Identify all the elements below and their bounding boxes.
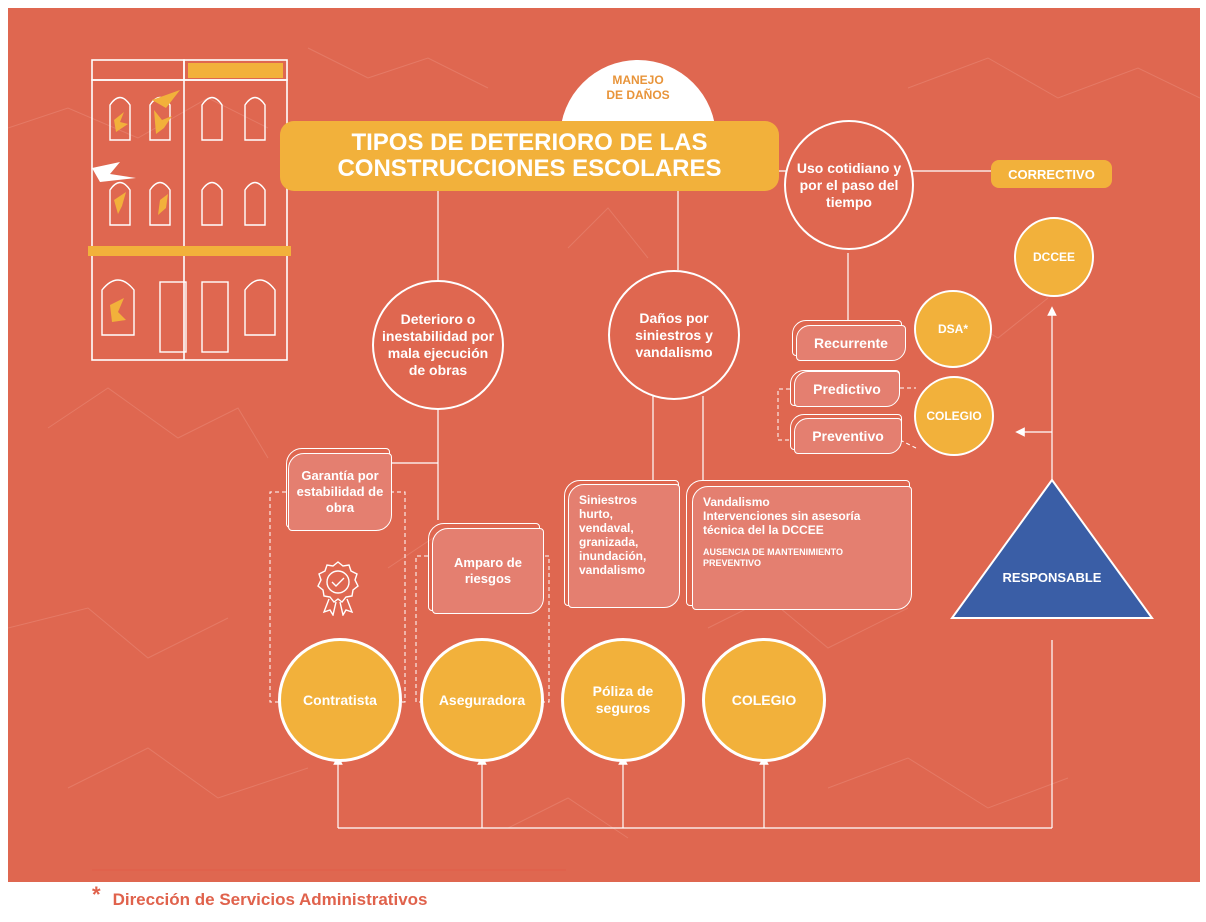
vandalismo-note-text: AUSENCIA DE MANTENIMIENTO PREVENTIVO <box>703 547 844 568</box>
correctivo-badge: CORRECTIVO <box>991 160 1112 188</box>
diagram-canvas: MANEJO DE DAÑOS TIPOS DE DETERIORO DE LA… <box>8 8 1200 882</box>
certificate-badge-icon <box>317 561 359 616</box>
recurrente-text: Recurrente <box>814 335 888 351</box>
manejo-tag-text: MANEJO DE DAÑOS <box>606 73 670 102</box>
preventivo-text: Preventivo <box>812 428 884 444</box>
vandalismo-main-text: Vandalismo Intervenciones sin asesoría t… <box>703 495 861 537</box>
footnote: * Dirección de Servicios Administrativos <box>92 884 428 914</box>
contratista-circle: Contratista <box>278 638 402 762</box>
cause-obras-text: Deterioro o inestabilidad por mala ejecu… <box>382 311 495 378</box>
garantia-card: Garantía por estabilidad de obra <box>288 453 392 531</box>
colegio-bottom-circle: COLEGIO <box>702 638 826 762</box>
cause-obras: Deterioro o inestabilidad por mala ejecu… <box>372 280 504 410</box>
garantia-text: Garantía por estabilidad de obra <box>296 468 384 515</box>
siniestros-text: Siniestros hurto, vendaval, granizada, i… <box>579 493 647 577</box>
poliza-circle: Póliza de seguros <box>561 638 685 762</box>
cause-uso-text: Uso cotidiano y por el paso del tiempo <box>796 159 902 210</box>
colegio-right-circle: COLEGIO <box>914 376 994 456</box>
dsa-text: DSA* <box>937 322 968 336</box>
preventivo-pill: Preventivo <box>794 418 902 454</box>
dccee-circle: DCCEE <box>1014 217 1094 297</box>
recurrente-pill: Recurrente <box>796 325 906 361</box>
colegio-bottom-text: COLEGIO <box>731 691 797 708</box>
vandalismo-card: Vandalismo Intervenciones sin asesoría t… <box>692 486 912 610</box>
responsable-label: RESPONSABLE <box>1002 570 1102 585</box>
siniestros-card: Siniestros hurto, vendaval, granizada, i… <box>568 484 680 608</box>
predictivo-text: Predictivo <box>813 381 881 397</box>
contratista-text: Contratista <box>303 691 377 708</box>
page-title: TIPOS DE DETERIORO DE LAS CONSTRUCCIONES… <box>337 129 722 182</box>
cause-uso: Uso cotidiano y por el paso del tiempo <box>784 120 914 250</box>
amparo-text: Amparo de riesgos <box>454 555 522 586</box>
cause-siniestros-text: Daños por siniestros y vandalismo <box>635 309 713 360</box>
footnote-text: Dirección de Servicios Administrativos <box>112 890 428 909</box>
footnote-divider <box>92 869 566 871</box>
cause-siniestros: Daños por siniestros y vandalismo <box>608 270 740 400</box>
correctivo-text: CORRECTIVO <box>1008 166 1095 182</box>
responsable-triangle <box>950 478 1154 619</box>
connector-lines <box>269 170 1057 829</box>
dccee-text: DCCEE <box>1032 250 1075 264</box>
dsa-circle: DSA* <box>914 290 992 368</box>
amparo-card: Amparo de riesgos <box>432 528 544 614</box>
school-building-illustration <box>88 59 291 361</box>
predictivo-pill: Predictivo <box>794 371 900 407</box>
aseguradora-text: Aseguradora <box>438 691 526 708</box>
title-banner: TIPOS DE DETERIORO DE LAS CONSTRUCCIONES… <box>280 121 779 191</box>
poliza-text: Póliza de seguros <box>592 683 654 716</box>
colegio-right-text: COLEGIO <box>926 409 982 423</box>
aseguradora-circle: Aseguradora <box>420 638 544 762</box>
footnote-mark: * <box>92 882 101 907</box>
